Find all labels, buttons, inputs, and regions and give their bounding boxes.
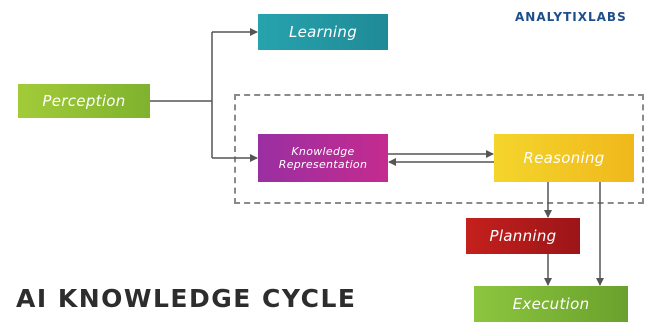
knowledge-representation-node: Knowledge Representation [258,134,388,182]
reasoning-group-dashed-box [234,94,644,204]
perception-node: Perception [18,84,150,118]
reasoning-label: Reasoning [523,149,605,167]
learning-label: Learning [288,23,358,41]
diagram-title: AI KNOWLEDGE CYCLE [16,284,357,313]
execution-label: Execution [512,295,590,313]
planning-node: Planning [466,218,580,254]
perception-label: Perception [42,92,126,110]
knowledge-label-line2: Representation [278,158,368,171]
learning-node: Learning [258,14,388,50]
analytixlabs-logo: ANALYTIXLABS [515,10,627,24]
reasoning-node: Reasoning [494,134,634,182]
planning-label: Planning [489,227,557,245]
execution-node: Execution [474,286,628,322]
knowledge-label-line1: Knowledge [291,145,355,158]
